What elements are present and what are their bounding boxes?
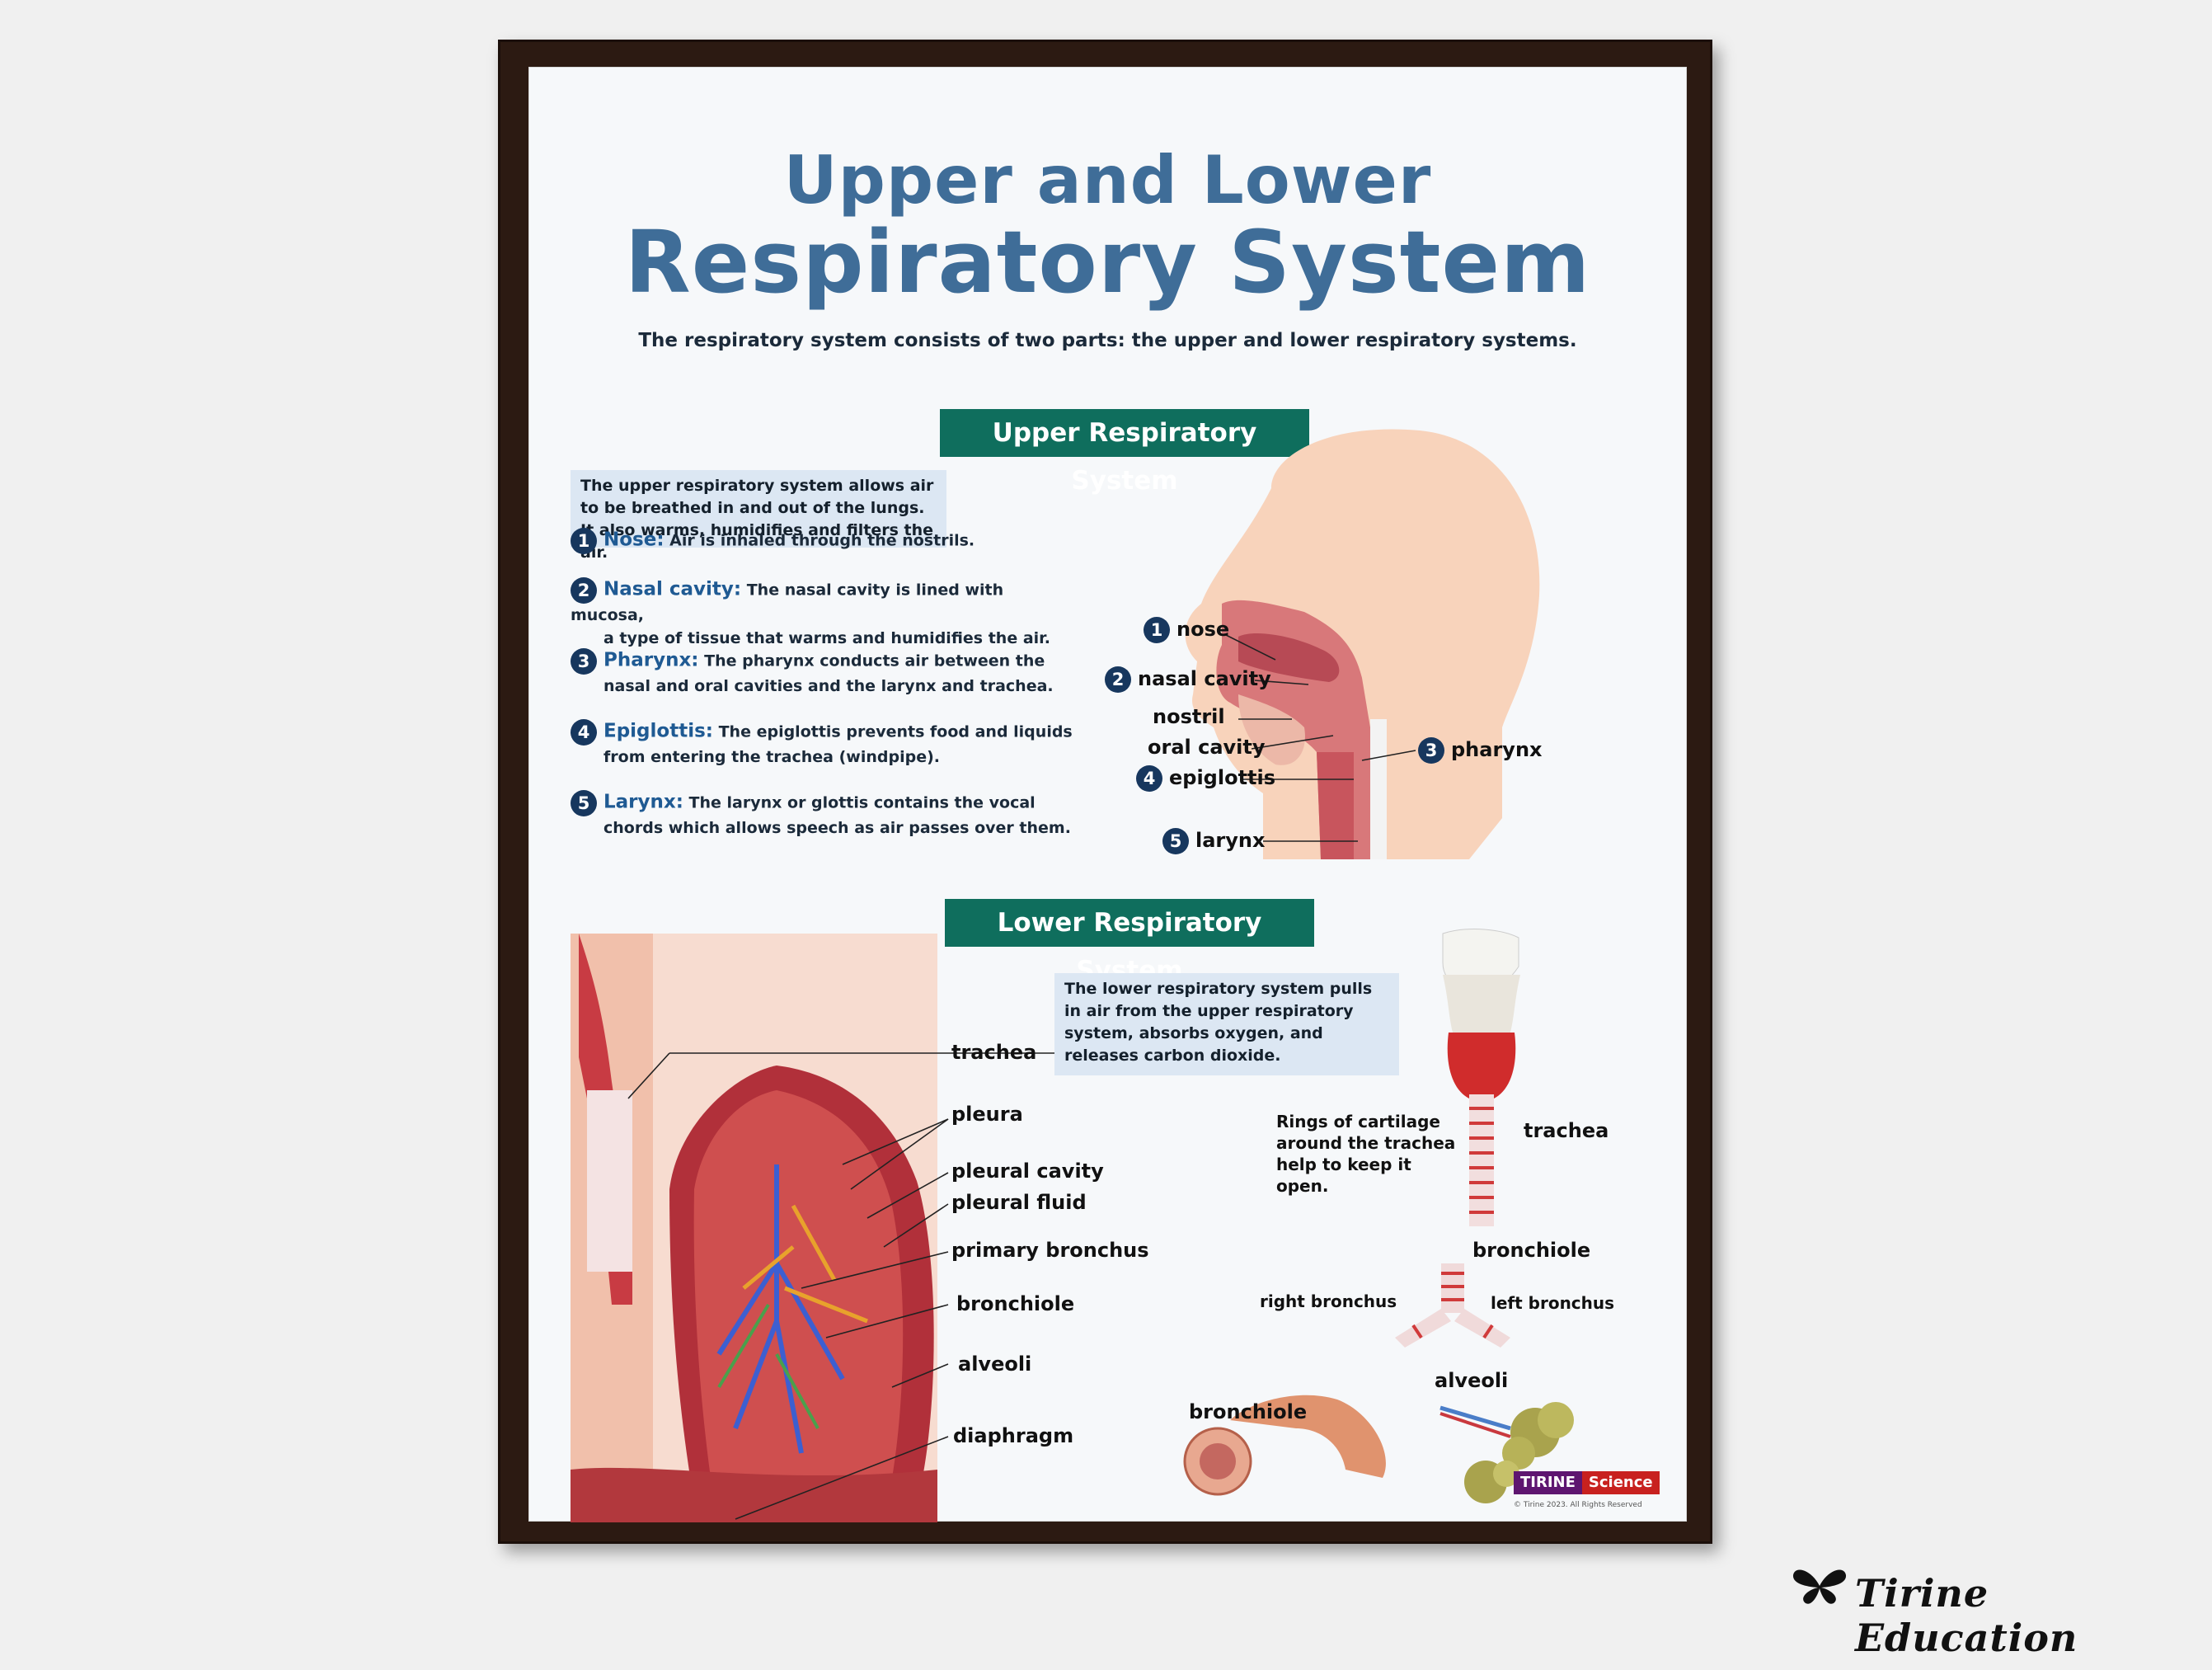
label-text: nose [1176,618,1230,641]
lung-label-pleural-fluid: pleural fluid [951,1191,1087,1214]
title-line-1: Upper and Lower [783,142,1432,219]
label-bronchiole-tube: bronchiole [1189,1400,1308,1423]
item-text: The larynx or glottis contains the vocal [688,793,1036,812]
lung-label-trachea: trachea [951,1041,1037,1064]
item-text-2: from entering the trachea (windpipe). [603,748,940,766]
title-line-2: Respiratory System [624,212,1591,313]
alveoli-illustration [1439,1402,1574,1503]
label-text: pharynx [1451,738,1543,761]
number-badge: 5 [571,790,597,816]
label-nostril: nostril [1153,705,1225,728]
upper-leader-lines [1225,634,1416,842]
lung-label-pleural-cavity: pleural cavity [951,1160,1104,1183]
number-badge: 4 [571,719,597,746]
lung-label-diaphragm: diaphragm [953,1424,1074,1447]
logo-right: Science [1581,1471,1660,1494]
label-left-bronchus: left bronchus [1491,1293,1615,1313]
upper-item-nasal-cavity: 2 Nasal cavity: The nasal cavity is lined… [571,577,1073,650]
illustrations [571,429,1574,1522]
poster: Upper and Lower Respiratory System The r… [528,67,1687,1522]
intro-text: The respiratory system consists of two p… [638,330,1577,351]
upper-info-box: The upper respiratory system allows air … [571,470,946,562]
butterfly-icon [1792,1569,1847,1604]
number-badge: 4 [1136,765,1162,792]
upper-banner: Upper Respiratory System [940,409,1309,496]
item-text-2: chords which allows speech as air passes… [603,819,1071,837]
number-badge: 3 [1418,737,1444,764]
upper-item-epiglottis: 4 Epiglottis: The epiglottis prevents foo… [571,719,1073,769]
number-badge: 2 [1105,666,1131,693]
label-nose: 1 nose [1144,617,1229,643]
trachea-illustration [1442,929,1520,1226]
copyright: © Tirine 2023. All Rights Reserved [1514,1501,1642,1509]
upper-item-nose: 1 Nose: Air is inhaled through the nostri… [571,528,1073,554]
item-name: Epiglottis: [603,720,713,742]
number-badge: 2 [571,577,597,604]
label-epiglottis: 4 epiglottis [1136,765,1275,792]
number-badge: 3 [571,648,597,675]
number-badge: 1 [571,528,597,554]
signature: Tirine Education [1855,1571,2078,1660]
label-oral-cavity: oral cavity [1148,736,1266,759]
label-text: epiglottis [1169,766,1276,789]
label-pharynx: 3 pharynx [1418,737,1543,764]
lung-label-primary-bronchus: primary bronchus [951,1239,1149,1262]
lung-label-alveoli: alveoli [958,1352,1032,1376]
poster-frame: Upper and Lower Respiratory System The r… [498,40,1712,1544]
lung-leader-lines [627,1052,1073,1520]
upper-item-pharynx: 3 Pharynx: The pharynx conducts air betwe… [571,648,1073,698]
bronchus-illustration [1395,1263,1510,1348]
item-name: Pharynx: [603,649,699,671]
label-text: larynx [1195,829,1266,852]
item-name: Nasal cavity: [603,578,742,600]
head-illustration [1185,429,1540,859]
item-text: Air is inhaled through the nostrils. [669,531,975,550]
lung-label-pleura: pleura [951,1103,1023,1126]
number-badge: 5 [1162,828,1189,854]
label-larynx: 5 larynx [1162,828,1265,854]
item-name: Larynx: [603,791,683,813]
upper-item-larynx: 5 Larynx: The larynx or glottis contains … [571,790,1073,840]
item-text: The epiglottis prevents food and liquids [718,722,1073,741]
number-badge: 1 [1144,617,1170,643]
lower-banner: Lower Respiratory System [945,899,1314,986]
item-name: Nose: [603,529,665,551]
logo-left: TIRINE [1514,1471,1582,1494]
item-text: The nasal cavity is lined with mucosa, [571,581,1004,625]
label-alveoli: alveoli [1435,1369,1509,1392]
label-text: nasal cavity [1138,667,1271,690]
lower-info-box: The lower respiratory system pulls in ai… [1054,973,1399,1075]
label-right-bronchus: right bronchus [1260,1291,1397,1311]
bronchiole-illustration [1183,1395,1386,1496]
lung-label-bronchiole: bronchiole [956,1292,1075,1315]
trachea-note: Rings of cartilage around the trachea he… [1276,1112,1456,1196]
lung-illustration [571,934,937,1522]
item-text-2: nasal and oral cavities and the larynx a… [603,677,1054,695]
label-trachea-right: trachea [1524,1119,1609,1142]
label-bronchiole-right: bronchiole [1472,1239,1591,1262]
item-text-2: a type of tissue that warms and humidifi… [603,629,1051,647]
item-text: The pharynx conducts air between the [704,652,1045,670]
label-nasal-cavity: 2 nasal cavity [1105,666,1271,693]
